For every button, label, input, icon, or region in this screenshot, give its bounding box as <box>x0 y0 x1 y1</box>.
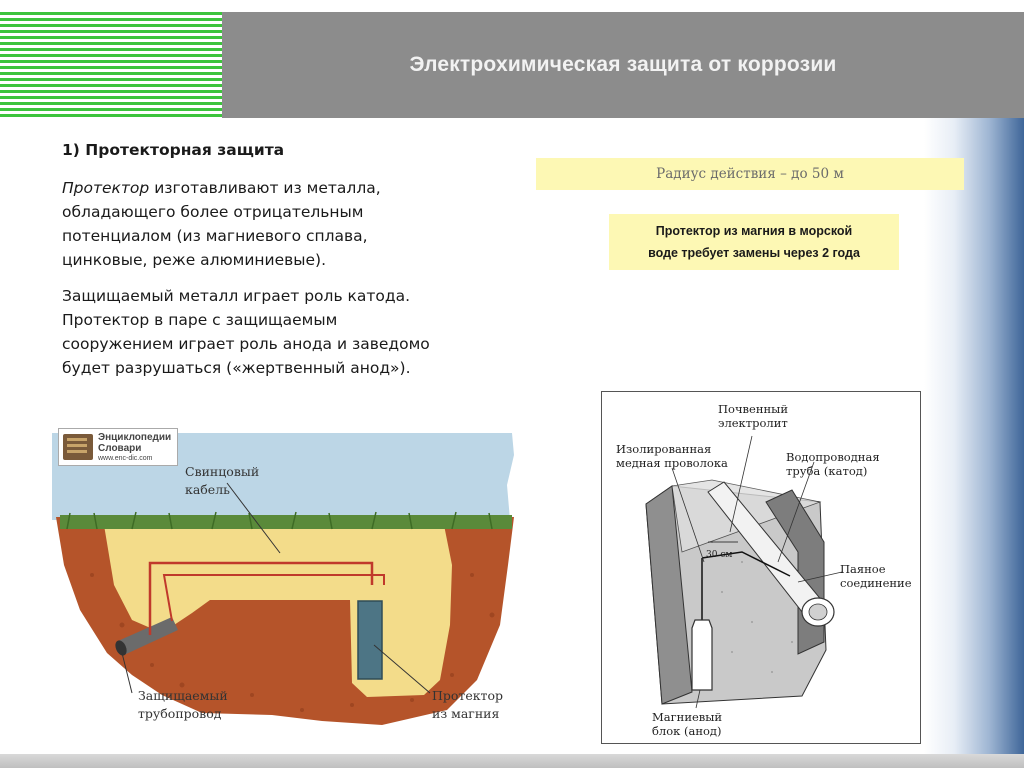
bottom-strip <box>0 754 1024 768</box>
para1-line2: обладающего более отрицательным <box>62 203 364 221</box>
label-water-pipe-1: Водопроводная <box>786 450 880 464</box>
logo-url: www.enc-dic.com <box>98 454 153 462</box>
para1-line1-rest: изготавливают из металла, <box>149 179 381 197</box>
book-icon <box>63 434 93 460</box>
side-gradient <box>924 118 1024 768</box>
label-lead-cable: Свинцовый кабель <box>185 463 259 499</box>
figure-magnesium-anode: Почвенный электролит Изолированная медна… <box>601 391 921 744</box>
logo-line1: Энциклопедии <box>98 431 172 443</box>
label-solder-joint: Паяное соединение <box>840 562 912 590</box>
paragraph-protector: Протектор изготавливают из металла, обла… <box>62 176 482 272</box>
label-magnesium-protector: Протектор из магния <box>432 687 503 723</box>
label-block-2: блок (анод) <box>652 724 722 738</box>
label-pipe-2: трубопровод <box>138 706 222 721</box>
para1-line3: потенциалом (из магниевого сплава, <box>62 227 368 245</box>
para1-line4: цинковые, реже алюминиевые). <box>62 251 327 269</box>
label-joint-2: соединение <box>840 576 912 590</box>
radius-callout: Радиус действия – до 50 м <box>536 158 964 190</box>
label-protected-pipeline: Защищаемый трубопровод <box>138 687 228 723</box>
para2-line1: Защищаемый металл играет роль катода. <box>62 287 411 305</box>
label-pipe-1: Защищаемый <box>138 688 228 703</box>
label-protector-2: из магния <box>432 706 500 721</box>
radius-text: Радиус действия – до 50 м <box>656 166 844 182</box>
magnesium-line2: воде требует замены через 2 года <box>648 246 860 260</box>
label-water-pipe-2: труба (катод) <box>786 464 868 478</box>
label-water-pipe-cathode: Водопроводная труба (катод) <box>786 450 880 478</box>
magnesium-line1: Протектор из магния в морской <box>655 224 853 238</box>
label-block-1: Магниевый <box>652 710 723 724</box>
label-joint-1: Паяное <box>840 562 886 576</box>
label-soil-2: электролит <box>718 416 788 430</box>
paragraph-anode: Защищаемый металл играет роль катода. Пр… <box>62 284 482 380</box>
label-wire-2: медная проволока <box>616 456 728 470</box>
logo-line2: Словари <box>98 442 142 454</box>
label-wire-1: Изолированная <box>616 442 712 456</box>
label-lead-cable-1: Свинцовый <box>185 464 260 479</box>
magnesium-callout: Протектор из магния в морской воде требу… <box>609 214 899 270</box>
slide-title: Электрохимическая защита от коррозии <box>409 53 837 76</box>
logo-text: Энциклопедии Словари www.enc-dic.com <box>98 432 171 463</box>
label-depth: 30 см <box>706 550 733 560</box>
cross-section-illustration <box>52 433 514 725</box>
label-soil-1: Почвенный <box>718 402 788 416</box>
encyclopedia-logo: Энциклопедии Словари www.enc-dic.com <box>58 428 178 466</box>
label-lead-cable-2: кабель <box>185 482 230 497</box>
para2-line2: Протектор в паре с защищаемым <box>62 311 338 329</box>
para2-line3: сооружением играет роль анода и заведомо <box>62 335 430 353</box>
figure-protector-cross-section: Энциклопедии Словари www.enc-dic.com Сви… <box>52 425 522 735</box>
label-insulated-wire: Изолированная медная проволока <box>616 442 728 470</box>
anode-illustration <box>645 435 843 709</box>
section-title: 1) Протекторная защита <box>62 141 285 159</box>
para1-line1: Протектор изготавливают из металла, <box>62 176 482 200</box>
label-soil-electrolyte: Почвенный электролит <box>718 402 788 430</box>
protector-term: Протектор <box>62 179 150 197</box>
header-bar: Электрохимическая защита от коррозии <box>222 12 1024 118</box>
header-stripes <box>0 12 222 118</box>
label-protector-1: Протектор <box>432 688 503 703</box>
para2-line4: будет разрушаться («жертвенный анод»). <box>62 359 411 377</box>
label-magnesium-block: Магниевый блок (анод) <box>652 710 722 738</box>
